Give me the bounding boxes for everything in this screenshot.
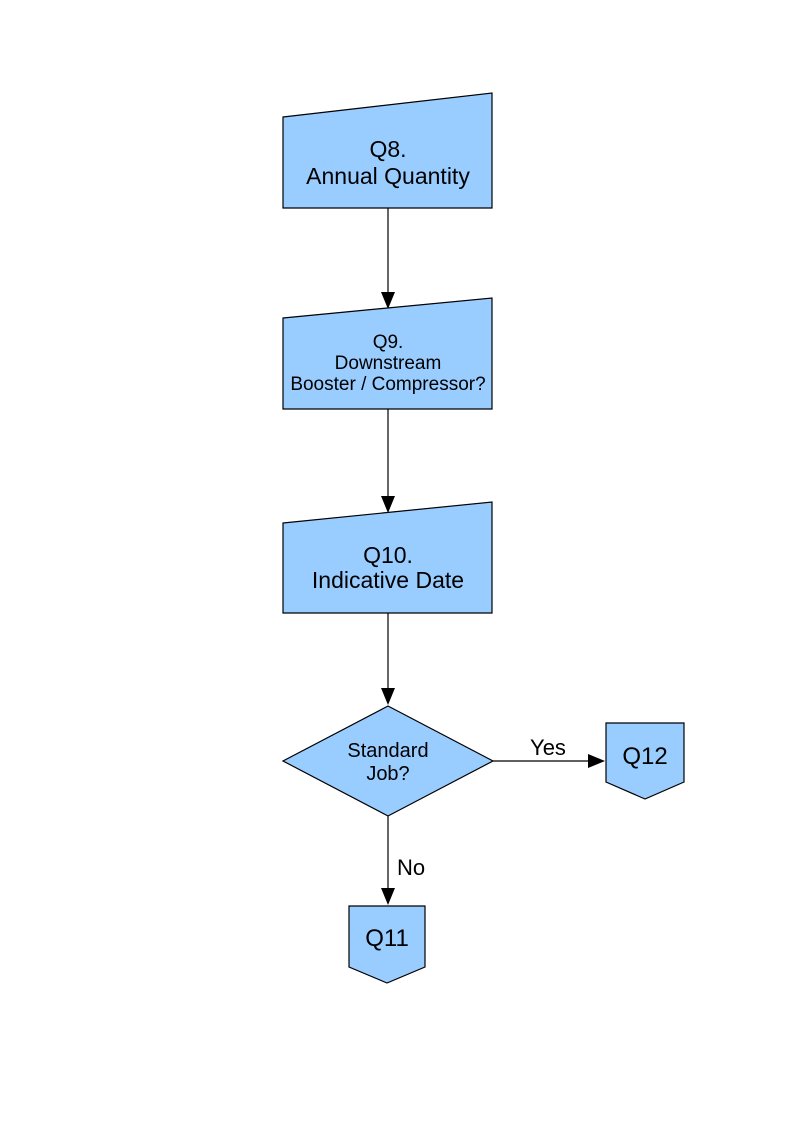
edge-decision-q11: No: [381, 816, 425, 905]
edge-decision-q12: Yes: [493, 735, 605, 768]
node-q11: Q11: [348, 905, 426, 984]
node-q8-shape: [282, 92, 493, 209]
edge-q10-decision: [381, 613, 395, 705]
node-q8-label-line1: Q8.: [369, 136, 406, 162]
node-q10-label-line1: Q10.: [363, 542, 413, 568]
node-q11-label: Q11: [365, 925, 409, 952]
node-q9-shape: [282, 297, 493, 410]
edge-q8-q9-arrowhead-icon: [381, 292, 395, 309]
node-q10-label-line2: Indicative Date: [312, 567, 464, 593]
node-q12-label: Q12: [622, 743, 667, 770]
node-q8-label-line2: Annual Quantity: [306, 163, 470, 189]
edge-decision-q11-arrowhead-icon: [381, 888, 395, 905]
node-standard-job-decision: Standard Job?: [281, 705, 495, 817]
node-q9-label-line1: Q9.: [373, 332, 404, 353]
edge-q9-q10: [381, 409, 395, 513]
node-q9-label-line2: Downstream: [335, 353, 442, 374]
edge-q10-decision-arrowhead-icon: [381, 688, 395, 705]
edge-yes-label: Yes: [530, 735, 566, 760]
node-q11-shape: [348, 905, 426, 984]
edge-decision-q12-arrowhead-icon: [588, 754, 605, 768]
edge-q9-q10-arrowhead-icon: [381, 496, 395, 513]
node-q12: Q12: [605, 722, 685, 800]
edge-no-label: No: [397, 855, 425, 880]
node-standard-job-label-line1: Standard: [347, 740, 428, 762]
node-q9: Q9. Downstream Booster / Compressor?: [282, 297, 493, 410]
edge-q8-q9: [381, 208, 395, 309]
node-q12-shape: [605, 722, 685, 800]
node-q9-label-line3: Booster / Compressor?: [290, 374, 485, 395]
node-q10-shape: [282, 501, 493, 614]
node-q10: Q10. Indicative Date: [282, 501, 493, 614]
node-standard-job-label-line2: Job?: [366, 763, 409, 785]
node-q8: Q8. Annual Quantity: [282, 92, 493, 209]
